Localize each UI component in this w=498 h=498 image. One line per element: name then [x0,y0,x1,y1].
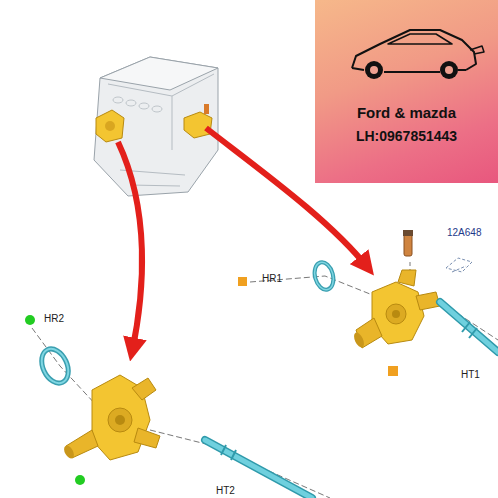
marker-dot [25,315,35,325]
marker-square [238,277,247,286]
brand-name: Ford & mazda [315,104,498,121]
brand-panel: Ford & mazdaLH:0967851443 [315,0,498,183]
part-label: HT2 [216,485,235,496]
seal-ring [37,345,74,388]
coolant-hose [440,302,498,352]
engine-yellow-parts [96,104,212,142]
coolant-hose [205,440,312,498]
marker-dot [75,475,85,485]
hose-clip [446,258,472,272]
pointer-arrow [118,142,142,352]
part-label: HT1 [461,369,480,380]
part-label: HR1 [262,273,282,284]
thermostat-housing [62,375,160,460]
phone-number: LH:0967851443 [315,128,498,144]
thermostat-housing [352,270,440,349]
part-label: HR2 [44,313,64,324]
engine-block [94,57,218,196]
marker-square [388,366,398,376]
temperature-sensor [403,230,413,256]
assembly-axis [32,328,330,498]
seal-ring [312,260,337,292]
part-number: 12A648 [447,227,481,238]
